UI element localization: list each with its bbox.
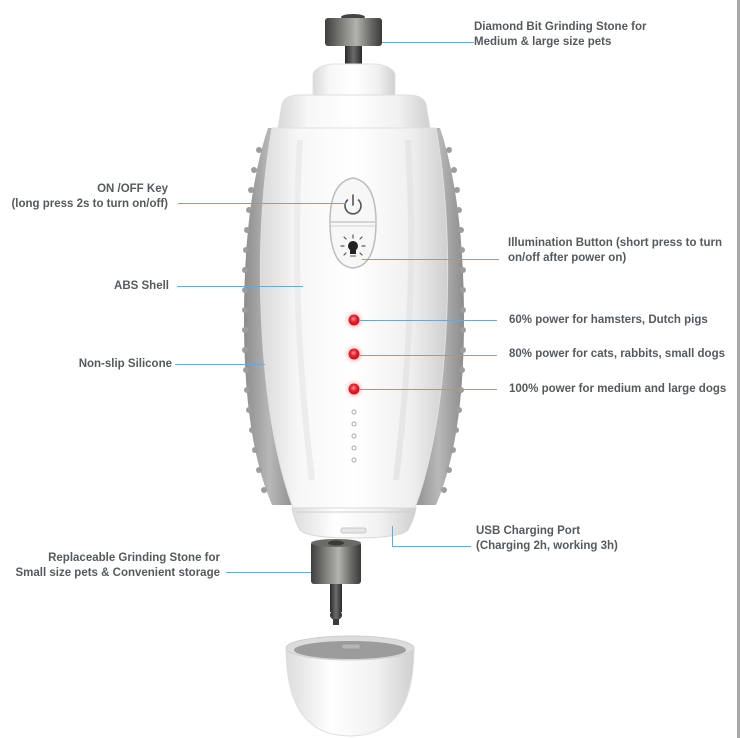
- leader-diamond-bit: [382, 42, 474, 43]
- label-line: Non-slip Silicone: [78, 358, 172, 370]
- label-power-80: 80% power for cats, rabbits, small dogs: [509, 347, 725, 362]
- label-line: Diamond Bit Grinding Stone for: [474, 21, 647, 33]
- label-line: 60% power for hamsters, Dutch pigs: [509, 314, 708, 326]
- leader-power-80: [360, 355, 497, 356]
- label-line: USB Charging Port: [476, 525, 581, 537]
- lightbulb-icon[interactable]: [340, 234, 366, 257]
- label-line: Illumination Button (short press to turn: [508, 237, 723, 249]
- label-line: on/off after power on): [508, 252, 627, 264]
- label-power-60: 60% power for hamsters, Dutch pigs: [509, 313, 708, 328]
- leader-power-100: [360, 389, 497, 390]
- label-line: (Charging 2h, working 3h): [476, 540, 618, 552]
- label-on-off: ON /OFF Key (long press 2s to turn on/of…: [11, 182, 168, 212]
- replaceable-stone: [311, 539, 361, 625]
- leader-on-off: [178, 203, 346, 204]
- diamond-bit-stone: [325, 14, 382, 66]
- label-line: 100% power for medium and large dogs: [509, 383, 727, 395]
- label-line: Small size pets & Convenient storage: [15, 567, 220, 579]
- leader-usb: [392, 546, 471, 547]
- label-line: (long press 2s to turn on/off): [11, 198, 168, 210]
- leader-illumination: [362, 259, 499, 260]
- led-80: [344, 344, 364, 364]
- label-diamond-bit: Diamond Bit Grinding Stone for Medium & …: [474, 20, 647, 50]
- storage-cap: [285, 635, 415, 737]
- leader-power-60: [360, 320, 497, 321]
- power-icon[interactable]: [344, 194, 362, 215]
- label-illumination: Illumination Button (short press to turn…: [508, 236, 722, 266]
- light-dots: [351, 409, 357, 463]
- label-non-slip: Non-slip Silicone: [79, 357, 172, 372]
- label-line: 80% power for cats, rabbits, small dogs: [509, 348, 726, 360]
- label-line: ABS Shell: [114, 280, 169, 292]
- leader-replaceable: [226, 572, 311, 573]
- button-panel: [329, 177, 377, 269]
- leader-non-slip: [175, 364, 265, 365]
- label-abs-shell: ABS Shell: [114, 279, 169, 294]
- led-100: [344, 379, 364, 399]
- label-line: ON /OFF Key: [97, 183, 168, 195]
- label-replaceable: Replaceable Grinding Stone for Small siz…: [15, 551, 220, 581]
- label-usb: USB Charging Port (Charging 2h, working …: [476, 524, 618, 554]
- bottom-base: [291, 507, 417, 539]
- top-collar: [277, 63, 431, 129]
- leader-abs-shell: [177, 286, 303, 287]
- label-power-100: 100% power for medium and large dogs: [509, 382, 726, 397]
- usb-port: [340, 527, 367, 534]
- led-60: [344, 310, 364, 330]
- label-line: Replaceable Grinding Stone for: [48, 552, 220, 564]
- leader-usb-vertical: [392, 526, 393, 546]
- label-line: Medium & large size pets: [474, 36, 612, 48]
